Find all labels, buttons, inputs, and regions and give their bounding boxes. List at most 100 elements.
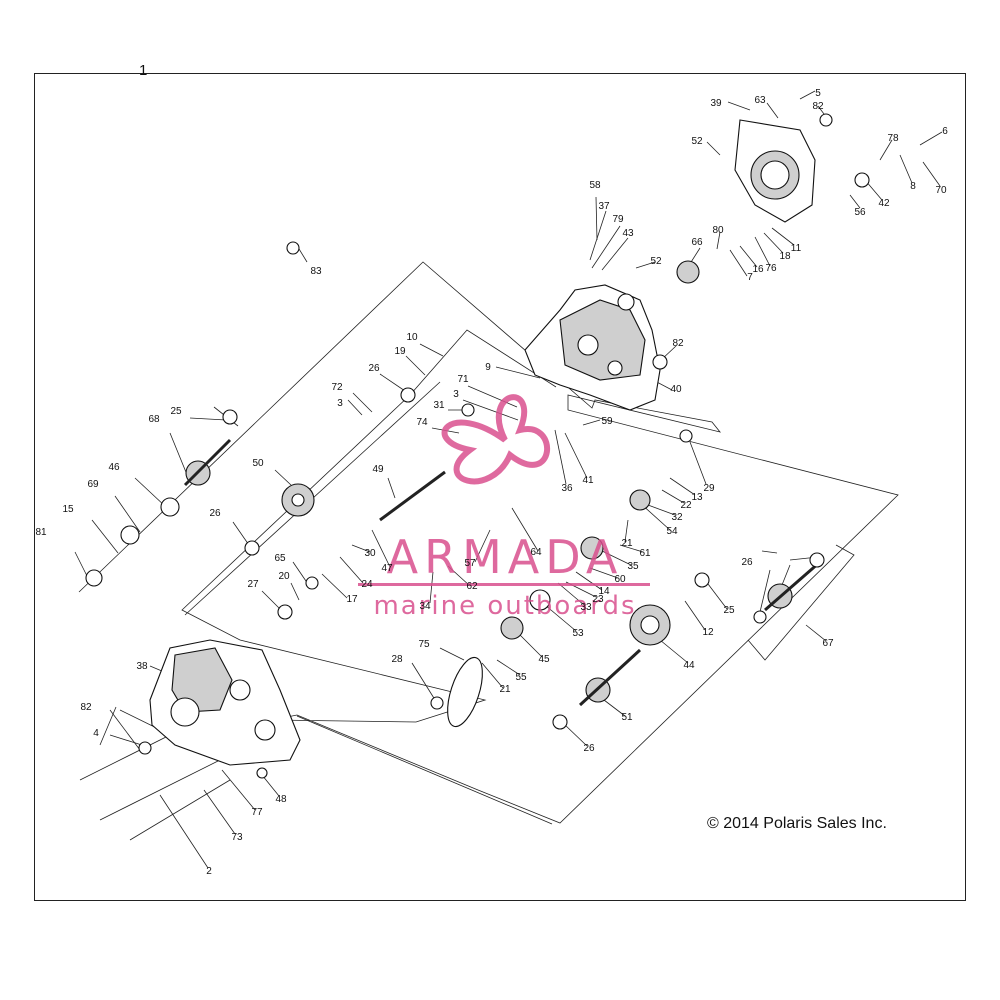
callout-label: 14 [598,586,610,597]
callout-label: 26 [209,508,221,519]
callout-label: 61 [639,548,651,559]
callout-label: 30 [364,548,376,559]
callout-label: 22 [680,500,692,511]
callout-label: 31 [433,400,445,411]
callout-label: 65 [274,553,286,564]
callout-label: 26 [741,557,753,568]
callout-label: 49 [372,464,384,475]
callout-label: 77 [251,807,263,818]
callout-label: 19 [394,346,406,357]
callout-label: 58 [589,180,601,191]
callout-label: 82 [812,101,824,112]
callout-label: 46 [108,462,120,473]
callout-label: 72 [331,382,343,393]
callout-label: 79 [612,214,624,225]
callout-label: 7 [747,272,753,283]
callout-label: 54 [666,526,678,537]
callout-label: 13 [691,492,703,503]
callout-label: 67 [822,638,834,649]
callout-label: 27 [247,579,259,590]
callout-label: 52 [691,136,703,147]
callout-label: 74 [416,417,428,428]
callout-label: 53 [572,628,584,639]
parts [85,113,870,779]
callout-label: 25 [170,406,182,417]
callout-label: 3 [337,398,343,409]
callout-label: 68 [148,414,160,425]
callout-label: 9 [485,362,491,373]
main-case-drawing [524,284,661,411]
callout-label: 50 [252,458,264,469]
callout-label: 2 [206,866,212,877]
callout-label: 52 [650,256,662,267]
diagram-frame [34,73,966,901]
callout-label: 63 [754,95,766,106]
callout-label: 4 [93,728,99,739]
callout-label: 59 [601,416,613,427]
callout-label: 16 [752,264,764,275]
callout-label: 66 [691,237,703,248]
callout-label: 23 [592,594,604,605]
assembly-number: 1 [139,62,148,79]
callout-label: 43 [622,228,634,239]
callout-label: 12 [702,627,714,638]
callout-label: 3 [453,389,459,400]
callout-label: 11 [791,243,802,254]
callout-label: 24 [361,579,373,590]
callout-label: 47 [381,563,393,574]
watermark-brand: ARMADA [387,530,624,584]
callout-label: 39 [710,98,722,109]
copyright-notice: © 2014 Polaris Sales Inc. [707,815,887,832]
callout-label: 55 [515,672,527,683]
callout-label: 17 [346,594,358,605]
callout-label: 15 [62,504,74,515]
callout-label: 82 [672,338,684,349]
callout-label: 21 [621,538,633,549]
callout-label: 29 [703,483,715,494]
callout-label: 6 [942,126,948,137]
callout-label: 71 [457,374,469,385]
callout-label: 26 [583,743,595,754]
callout-label: 70 [935,185,947,196]
callout-label: 20 [278,571,290,582]
watermark-logo: ARMADA marine outboards [358,394,650,621]
callout-label: 48 [275,794,287,805]
callout-label: 81 [35,527,47,538]
callout-label: 34 [419,601,431,612]
callout-label: 51 [621,712,633,723]
callout-label: 26 [368,363,380,374]
callout-label: 56 [854,207,866,218]
watermark-tagline: marine outboards [373,591,636,621]
propeller-icon [441,394,551,485]
callout-label: 44 [683,660,695,671]
callout-label: 25 [723,605,735,616]
callout-label: 38 [136,661,148,672]
callout-label: 5 [815,88,821,99]
cover-drawing [734,119,816,223]
callout-label: 57 [464,558,476,569]
callout-label: 40 [670,384,682,395]
callout-label: 76 [765,263,777,274]
callout-label: 41 [582,475,594,486]
callout-label: 75 [418,639,430,650]
callout-label: 78 [887,133,899,144]
leader-lines [74,90,943,869]
callout-label: 8 [910,181,916,192]
callout-label: 42 [878,198,890,209]
lower-case-drawing [149,639,301,766]
callout-label: 80 [712,225,724,236]
callout-label: 10 [406,332,418,343]
callout-label: 83 [310,266,322,277]
callout-label: 69 [87,479,99,490]
callout-label: 62 [466,581,478,592]
callout-label: 21 [499,684,511,695]
callout-label: 73 [231,832,243,843]
callout-label: 45 [538,654,550,665]
callout-label: 64 [530,547,542,558]
callout-label: 82 [80,702,92,713]
callout-label: 35 [627,561,639,572]
callout-label: 36 [561,483,573,494]
callout-label: 33 [580,602,592,613]
callout-label: 60 [614,574,626,585]
